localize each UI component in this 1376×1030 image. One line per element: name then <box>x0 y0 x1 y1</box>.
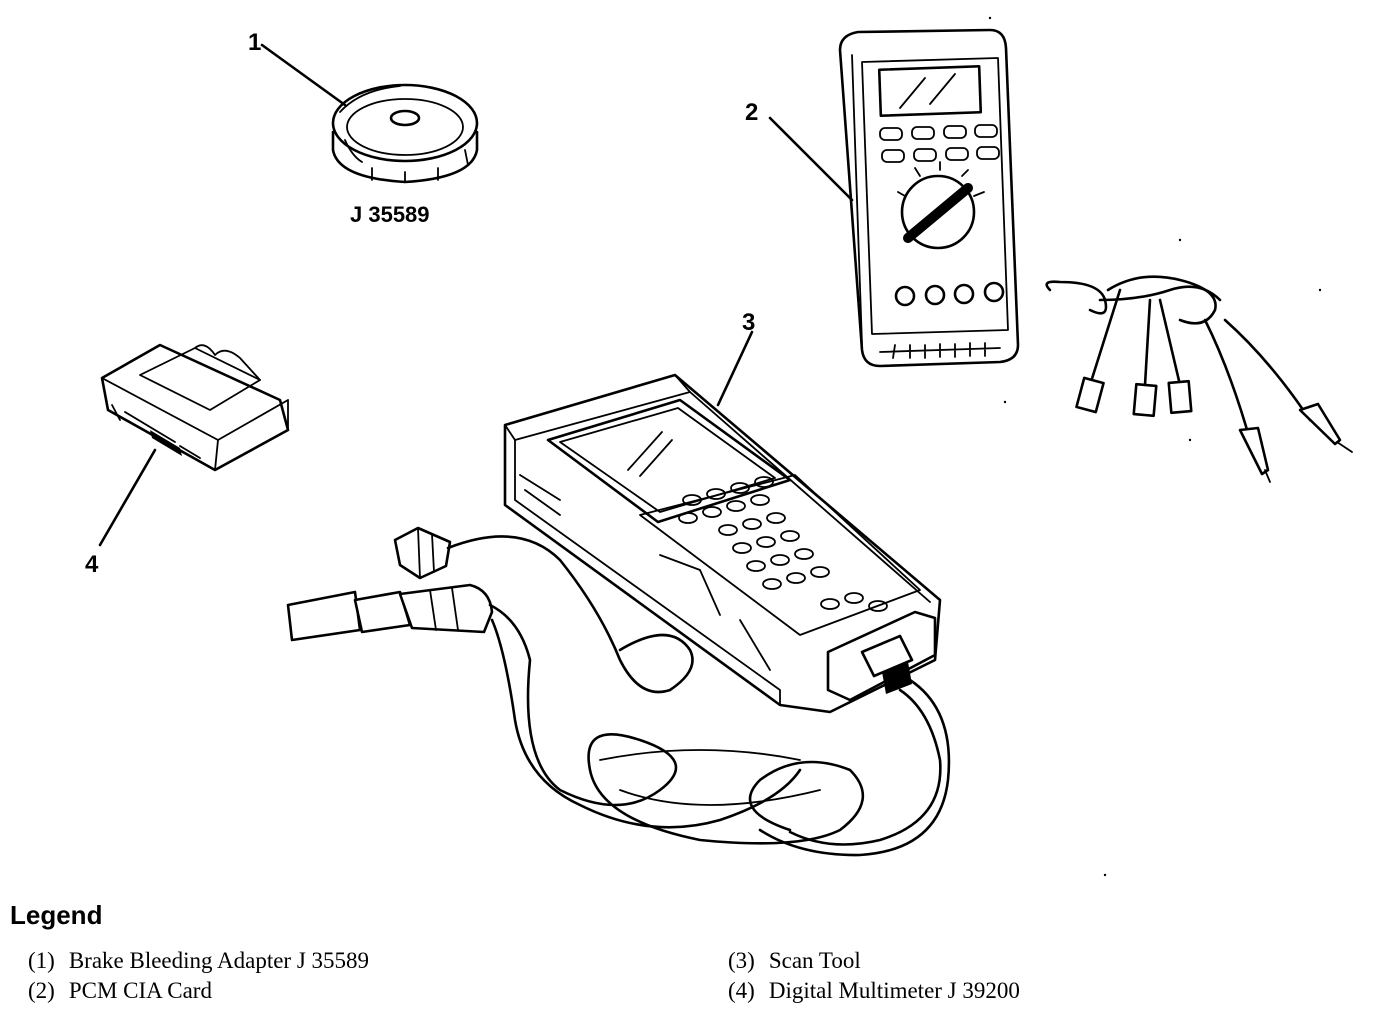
callout-2: 2 <box>745 99 758 126</box>
brake-bleeding-adapter <box>260 43 479 184</box>
legend-item-text: Brake Bleeding Adapter J 35589 <box>68 948 370 973</box>
adapter-part-number: J 35589 <box>350 202 430 227</box>
scan-specks <box>988 16 1322 877</box>
scan-tool-cables <box>286 526 951 857</box>
legend-item-number: (2) <box>28 978 55 1003</box>
legend-item-number: (1) <box>28 948 55 973</box>
legend-item-number: (3) <box>728 948 755 973</box>
legend-item-text: PCM CIA Card <box>68 978 212 1003</box>
legend-item-2: (2) PCM CIA Card <box>28 978 212 1004</box>
callout-4: 4 <box>85 551 99 578</box>
legend-item-4: (4) Digital Multimeter J 39200 <box>728 978 1020 1004</box>
legend-item-3: (3) Scan Tool <box>728 948 861 974</box>
multimeter-test-leads <box>1045 275 1353 483</box>
legend-title: Legend <box>10 900 103 930</box>
digital-multimeter <box>768 28 1020 368</box>
callout-1: 1 <box>248 29 261 56</box>
legend-item-text: Digital Multimeter J 39200 <box>768 978 1020 1003</box>
tools-illustration: 1 J 35589 2 <box>85 16 1353 877</box>
legend-item-number: (4) <box>728 978 755 1003</box>
pcm-cia-card <box>98 343 290 547</box>
legend-item-1: (1) Brake Bleeding Adapter J 35589 <box>28 948 369 974</box>
legend-item-text: Scan Tool <box>768 948 861 973</box>
callout-3: 3 <box>742 309 755 336</box>
scan-tool <box>503 330 942 714</box>
